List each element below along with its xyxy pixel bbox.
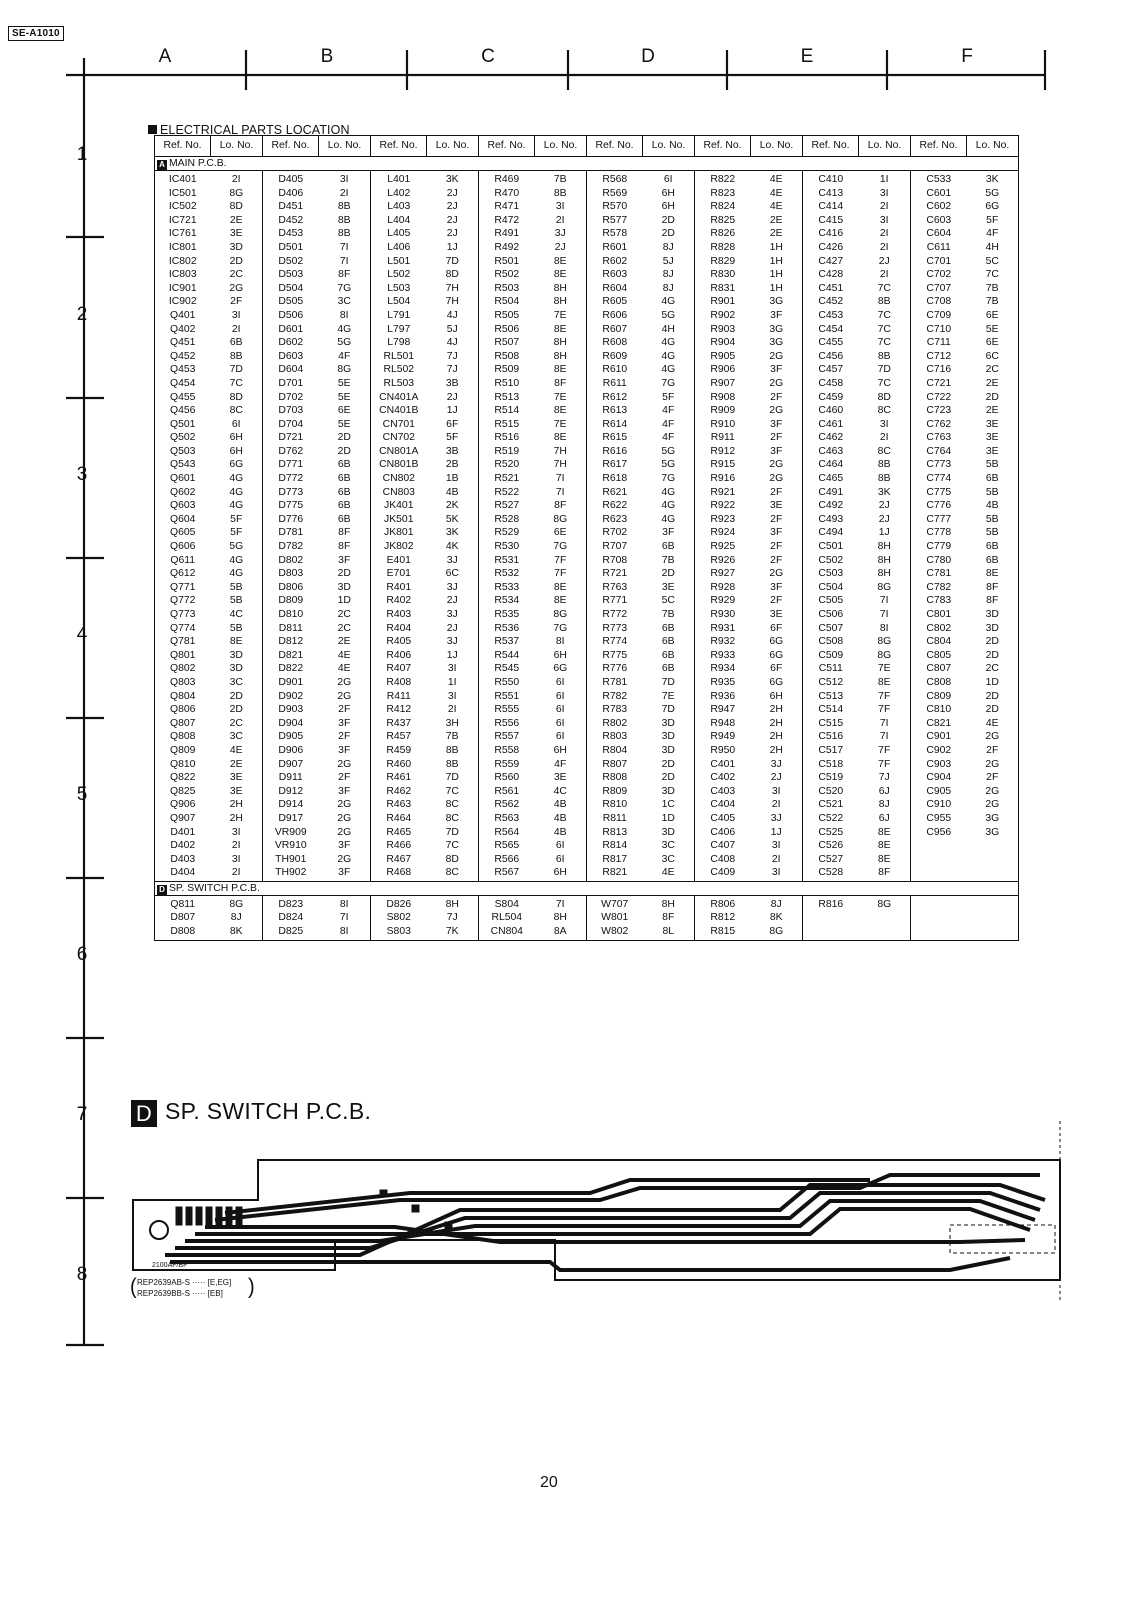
table-cell-locs: 1I 3I 2I 3I 2I 2I 2J 2I 7C 8B 7C 7C 7C 8… [858, 170, 911, 882]
table-cell-refs: C410 C413 C414 C415 C416 C426 C427 C428 … [802, 170, 859, 882]
bracket-left: ( [130, 1274, 137, 1300]
table-cell-refs: D826 S802 S803 [370, 895, 427, 941]
table-cell-locs: 8H 8F 8L [642, 895, 695, 941]
pcb-ref-line-2: REP2639BB-S ····· [EB] [137, 1289, 223, 1298]
table-cell-refs: R806 R812 R815 [694, 895, 751, 941]
header-lo-no: Lo. No. [318, 135, 371, 157]
column-letter-c: C [481, 46, 495, 67]
bracket-right: ) [248, 1274, 255, 1300]
table-cell-locs: 8H 7J 7K [426, 895, 479, 941]
table-cell-locs: 3K 5G 6G 5F 4F 4H 5C 7C 7B 7B 6E 5E 6E 6… [966, 170, 1019, 882]
row-number-7: 7 [76, 1104, 88, 1125]
row-number-6: 6 [76, 944, 88, 965]
header-ref-no: Ref. No. [370, 135, 427, 157]
pcb-ref-line-1: REP2639AB-S ····· [E,EG] [137, 1278, 232, 1287]
row-number-8: 8 [76, 1264, 88, 1285]
header-ref-no: Ref. No. [586, 135, 643, 157]
header-ref-no: Ref. No. [262, 135, 319, 157]
section-heading-text: ELECTRICAL PARTS LOCATION [160, 123, 350, 137]
header-ref-no: Ref. No. [154, 135, 211, 157]
header-lo-no: Lo. No. [858, 135, 911, 157]
column-letter-f: F [961, 46, 973, 67]
pcb-title-text: SP. SWITCH P.C.B. [165, 1098, 372, 1124]
header-ref-no: Ref. No. [478, 135, 535, 157]
row-number-3: 3 [76, 464, 88, 485]
main-pcb-body-row: IC401 IC501 IC502 IC721 IC761 IC801 IC80… [154, 170, 1019, 882]
column-letter-b: B [320, 46, 334, 67]
header-lo-no: Lo. No. [750, 135, 803, 157]
row-number-4: 4 [76, 624, 88, 645]
table-cell-refs: R822 R823 R824 R825 R826 R828 R829 R830 … [694, 170, 751, 882]
main-pcb-tag: A [157, 160, 167, 170]
table-cell-locs: 8G 8J 8K [210, 895, 263, 941]
table-cell-locs: 4E 4E 4E 2E 2E 1H 1H 1H 1H 3G 3F 3G 3G 2… [750, 170, 803, 882]
sp-switch-tag: D [157, 884, 167, 895]
table-cell-locs: 8G [858, 895, 911, 941]
table-header-row: Ref. No. Lo. No. Ref. No. Lo. No. Ref. N… [154, 135, 1019, 157]
table-cell-locs: 2I 8G 8D 2E 3E 3D 2D 2C 2G 2F 3I 2I 6B 8… [210, 170, 263, 882]
header-lo-no: Lo. No. [426, 135, 479, 157]
pcb-board-drawing [132, 1120, 1061, 1300]
parts-location-table: Ref. No. Lo. No. Ref. No. Lo. No. Ref. N… [154, 135, 1019, 941]
header-lo-no: Lo. No. [642, 135, 695, 157]
board-code: 2100AF/BF [152, 1262, 188, 1269]
table-cell-refs: D823 D824 D825 [262, 895, 319, 941]
column-letter-e: E [800, 46, 814, 67]
row-number-5: 5 [76, 784, 88, 805]
model-label: SE-A1010 [8, 26, 64, 41]
table-cell-refs [910, 895, 967, 941]
table-cell-refs: L401 L402 L403 L404 L405 L406 L501 L502 … [370, 170, 427, 882]
column-letter-a: A [158, 46, 172, 67]
table-cell-locs: 8J 8K 8G [750, 895, 803, 941]
table-cell-refs: R816 [802, 895, 859, 941]
row-number-1: 1 [76, 144, 88, 165]
table-cell-locs: 3I 2I 8B 8B 8B 7I 7I 8F 7G 3C 8I 4G 5G 4… [318, 170, 371, 882]
table-cell-locs: 7B 8B 3I 2I 3J 2J 8E 8E 8H 8H 7E 8E 8H 8… [534, 170, 587, 882]
row-number-2: 2 [76, 304, 88, 325]
table-cell-refs: R469 R470 R471 R472 R491 R492 R501 R502 … [478, 170, 535, 882]
table-cell-locs: 6I 6H 6H 2D 2D 8J 5J 8J 8J 4G 5G 4H 4G 4… [642, 170, 695, 882]
header-lo-no: Lo. No. [210, 135, 263, 157]
column-letter-d: D [641, 46, 655, 67]
header-ref-no: Ref. No. [802, 135, 859, 157]
header-ref-no: Ref. No. [694, 135, 751, 157]
pcb-title: D SP. SWITCH P.C.B. [131, 1098, 371, 1127]
sp-switch-label: SP. SWITCH P.C.B. [169, 882, 260, 894]
table-cell-refs: W707 W801 W802 [586, 895, 643, 941]
page-number: 20 [540, 1474, 558, 1491]
table-cell-locs: 8I 7I 8I [318, 895, 371, 941]
table-cell-refs: D405 D406 D451 D452 D453 D501 D502 D503 … [262, 170, 319, 882]
table-cell-refs: C533 C601 C602 C603 C604 C611 C701 C702 … [910, 170, 967, 882]
table-cell-refs: IC401 IC501 IC502 IC721 IC761 IC801 IC80… [154, 170, 211, 882]
header-lo-no: Lo. No. [966, 135, 1019, 157]
table-cell-refs: Q811 D807 D808 [154, 895, 211, 941]
header-ref-no: Ref. No. [910, 135, 967, 157]
table-cell-locs: 3K 2J 2J 2J 2J 1J 7D 8D 7H 7H 4J 5J 4J 7… [426, 170, 479, 882]
table-cell-locs [966, 895, 1019, 941]
table-cell-refs: S804 RL504 CN804 [478, 895, 535, 941]
sp-switch-body-row: Q811 D807 D808 8G 8J 8K D823 D824 D825 8… [154, 895, 1019, 941]
section-heading: ELECTRICAL PARTS LOCATION [148, 123, 350, 137]
table-cell-locs: 7I 8H 8A [534, 895, 587, 941]
main-pcb-label: MAIN P.C.B. [169, 158, 227, 169]
table-cell-refs: R568 R569 R570 R577 R578 R601 R602 R603 … [586, 170, 643, 882]
header-lo-no: Lo. No. [534, 135, 587, 157]
pcb-badge: D [131, 1100, 157, 1127]
bullet-square-icon [148, 125, 157, 134]
